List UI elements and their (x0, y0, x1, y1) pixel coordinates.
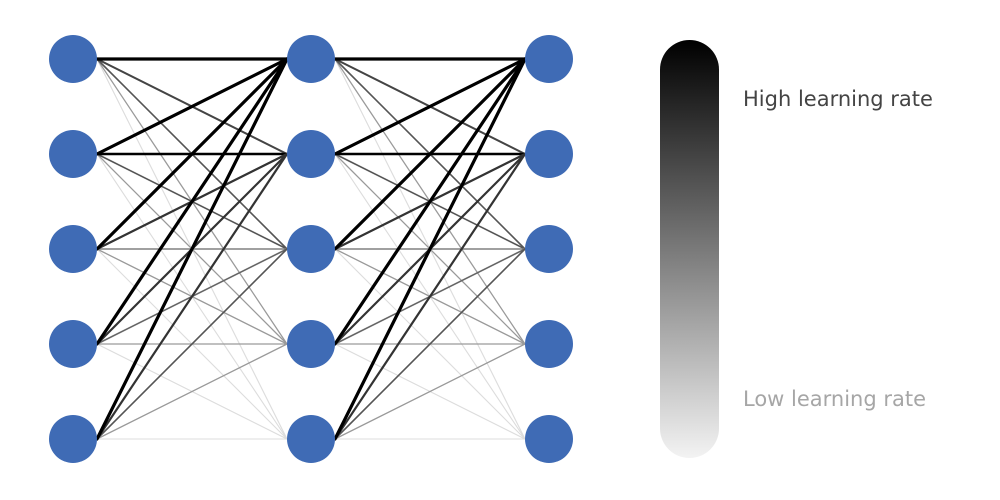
learning-rate-colorbar (660, 40, 719, 458)
node-layer-1-3 (49, 320, 97, 368)
edge-layer-2-n4-to-layer-3-n1 (333, 152, 527, 441)
network-edges (95, 57, 527, 441)
edge-layer-1-n3-to-layer-2-n0 (95, 57, 289, 346)
edge-layer-2-n1-to-layer-3-n0 (333, 57, 527, 156)
node-layer-1-0 (49, 35, 97, 83)
network-nodes (49, 35, 573, 463)
edge-layer-1-n1-to-layer-2-n0 (95, 57, 289, 156)
node-layer-3-1 (525, 130, 573, 178)
edge-layer-2-n4-to-layer-3-n0 (333, 57, 527, 441)
edge-layer-2-n3-to-layer-3-n0 (333, 57, 527, 346)
node-layer-3-0 (525, 35, 573, 83)
node-layer-1-4 (49, 415, 97, 463)
edge-layer-1-n4-to-layer-2-n0 (95, 57, 289, 441)
node-layer-1-2 (49, 225, 97, 273)
edge-layer-2-n4-to-layer-3-n2 (334, 248, 526, 440)
high-learning-rate-label: High learning rate (743, 87, 933, 111)
node-layer-2-0 (287, 35, 335, 83)
node-layer-3-4 (525, 415, 573, 463)
edge-layer-1-n4-to-layer-2-n3 (96, 343, 288, 440)
edge-layer-2-n2-to-layer-3-n0 (333, 57, 527, 251)
node-layer-1-1 (49, 130, 97, 178)
edge-layer-1-n2-to-layer-2-n0 (95, 57, 289, 251)
edge-layer-1-n4-to-layer-2-n1 (95, 152, 289, 441)
node-layer-2-1 (287, 130, 335, 178)
edge-layer-1-n4-to-layer-2-n2 (96, 248, 288, 440)
edge-layer-2-n4-to-layer-3-n3 (334, 343, 526, 440)
neural-network-diagram (49, 35, 573, 463)
node-layer-2-4 (287, 415, 335, 463)
low-learning-rate-label: Low learning rate (743, 387, 927, 411)
node-layer-2-3 (287, 320, 335, 368)
node-layer-3-2 (525, 225, 573, 273)
node-layer-3-3 (525, 320, 573, 368)
node-layer-2-2 (287, 225, 335, 273)
